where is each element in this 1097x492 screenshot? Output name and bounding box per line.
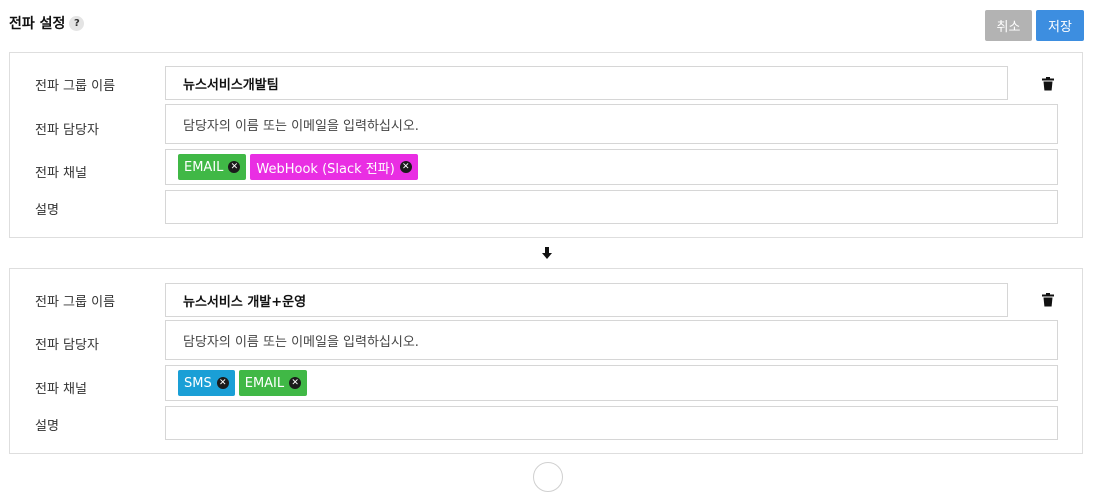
group-name-field[interactable]: 뉴스서비스개발팀 bbox=[165, 66, 1008, 100]
manager-label: 전파 담당자 bbox=[35, 123, 99, 138]
page-title-text: 전파 설정 bbox=[9, 16, 66, 32]
group-name-field[interactable]: 뉴스서비스 개발+운영 bbox=[165, 283, 1008, 317]
channel-tag-label: WebHook (Slack 전파) bbox=[256, 161, 395, 177]
close-circle-icon[interactable]: ✕ bbox=[216, 377, 229, 389]
group-name-label: 전파 그룹 이름 bbox=[35, 79, 116, 94]
description-input[interactable] bbox=[165, 190, 1058, 224]
cancel-button[interactable]: 취소 bbox=[985, 10, 1032, 41]
channel-tag-email: EMAIL ✕ bbox=[238, 370, 308, 396]
manager-placeholder: 담당자의 이름 또는 이메일을 입력하십시오. bbox=[183, 118, 419, 134]
group-name-label: 전파 그룹 이름 bbox=[35, 295, 116, 310]
close-circle-icon[interactable]: ✕ bbox=[289, 377, 302, 389]
channel-tag-webhook: WebHook (Slack 전파) ✕ bbox=[250, 154, 418, 180]
description-label: 설명 bbox=[35, 419, 59, 434]
channel-label: 전파 채널 bbox=[35, 166, 87, 181]
channel-tag-email: EMAIL ✕ bbox=[178, 154, 247, 180]
channel-tag-label: EMAIL bbox=[244, 375, 285, 391]
propagation-group-card: 전파 그룹 이름 뉴스서비스 개발+운영 전파 담당자 담당자의 이름 또는 이… bbox=[9, 268, 1083, 454]
channel-tag-label: SMS bbox=[184, 375, 212, 391]
arrow-down-icon bbox=[542, 247, 552, 259]
close-circle-icon[interactable]: ✕ bbox=[228, 161, 241, 173]
manager-label: 전파 담당자 bbox=[35, 338, 99, 353]
propagation-group-card: 전파 그룹 이름 뉴스서비스개발팀 전파 담당자 담당자의 이름 또는 이메일을… bbox=[9, 52, 1083, 238]
manager-placeholder: 담당자의 이름 또는 이메일을 입력하십시오. bbox=[183, 334, 419, 350]
save-button[interactable]: 저장 bbox=[1036, 10, 1084, 41]
group-name-value: 뉴스서비스 개발+운영 bbox=[183, 294, 307, 310]
page-title: 전파 설정 ? bbox=[9, 13, 85, 33]
help-icon[interactable]: ? bbox=[69, 15, 85, 31]
channel-tag-label: EMAIL bbox=[184, 159, 224, 175]
add-group-button[interactable] bbox=[533, 462, 563, 492]
manager-input[interactable]: 담당자의 이름 또는 이메일을 입력하십시오. bbox=[165, 320, 1058, 360]
channel-label: 전파 채널 bbox=[35, 382, 87, 397]
group-name-value: 뉴스서비스개발팀 bbox=[183, 77, 279, 93]
trash-icon[interactable] bbox=[1041, 293, 1055, 307]
description-input[interactable] bbox=[165, 406, 1058, 440]
close-circle-icon[interactable]: ✕ bbox=[399, 161, 412, 173]
trash-icon[interactable] bbox=[1041, 77, 1055, 91]
description-label: 설명 bbox=[35, 203, 59, 218]
channel-field[interactable]: SMS ✕ EMAIL ✕ bbox=[165, 365, 1058, 401]
manager-input[interactable]: 담당자의 이름 또는 이메일을 입력하십시오. bbox=[165, 104, 1058, 144]
channel-tag-sms: SMS ✕ bbox=[178, 370, 235, 396]
channel-field[interactable]: EMAIL ✕ WebHook (Slack 전파) ✕ bbox=[165, 149, 1058, 185]
